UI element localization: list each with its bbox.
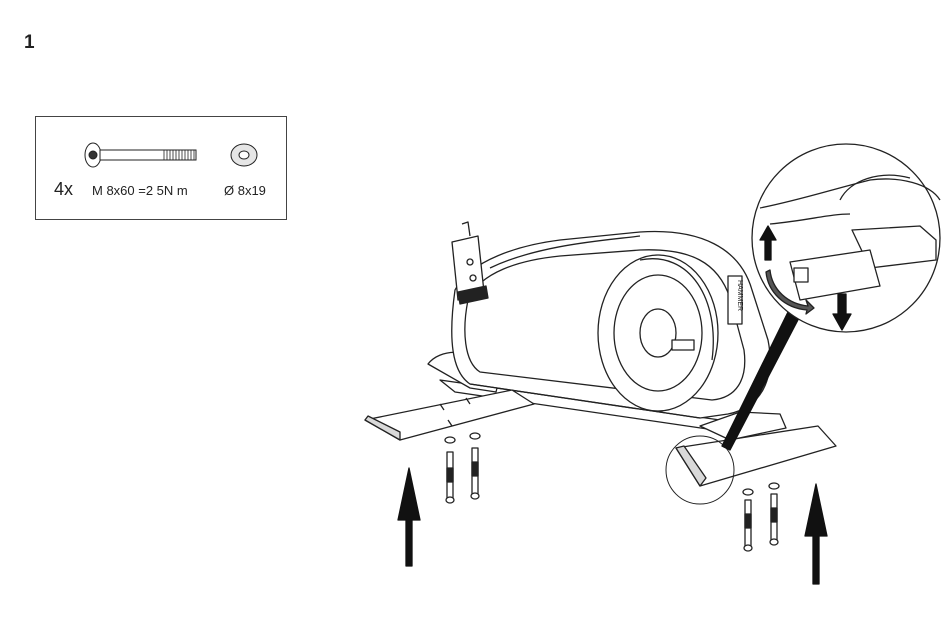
brand-label: HAMMER	[736, 280, 743, 311]
brand-label-panel	[727, 275, 743, 325]
left-foot	[364, 389, 535, 441]
bolt-spec: M 8x60 =2 5N m	[92, 183, 188, 198]
part-quantity: 4x	[54, 179, 74, 199]
magnifier-circle	[751, 143, 941, 333]
right-bolts	[742, 482, 780, 552]
down-arrow-icon	[832, 293, 852, 331]
parts-art	[84, 142, 258, 168]
right-up-arrow-icon	[804, 483, 828, 585]
left-bolts	[444, 432, 481, 504]
flywheel	[597, 254, 719, 412]
left-up-arrow-icon	[397, 467, 421, 567]
magnifier-small-circle	[665, 435, 735, 505]
bolt-icon	[84, 142, 197, 168]
parts-box: 4x M 8x60 =2 5N m Ø 8x19	[35, 116, 287, 220]
washer-spec: Ø 8x19	[224, 183, 266, 198]
washer-icon	[230, 143, 258, 167]
up-arrow-icon	[759, 225, 777, 261]
rotate-arrow-icon	[765, 269, 815, 315]
step-number: 1	[24, 32, 35, 53]
